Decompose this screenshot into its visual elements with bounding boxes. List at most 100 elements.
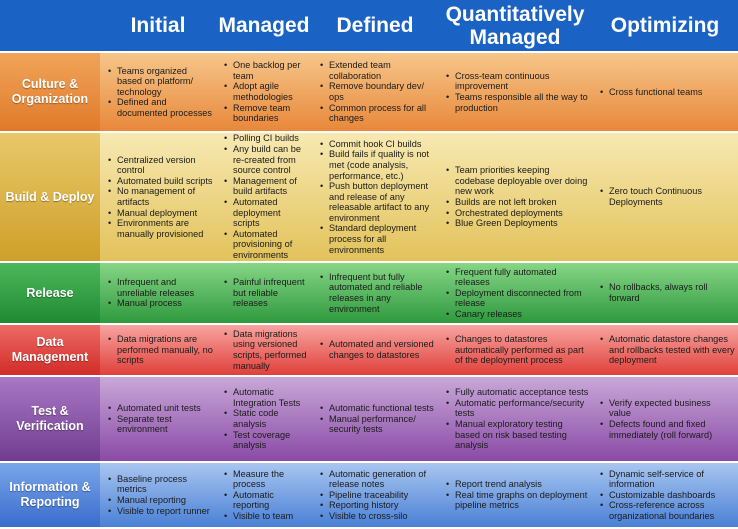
bullet-item: Automated unit tests: [108, 403, 213, 414]
bullet-item: Customizable dashboards: [600, 490, 735, 501]
bullet-item: Data migrations are performed manually, …: [108, 334, 213, 366]
cell-build-deploy-initial: Centralized version controlAutomated bui…: [100, 133, 216, 263]
bullet-item: Measure the process: [224, 469, 309, 490]
bullet-item: Team priorities keeping codebase deploya…: [446, 165, 589, 197]
bullet-list: Infrequent but fully automated and relia…: [315, 272, 435, 314]
row-label-release: Release: [0, 263, 100, 325]
row-label-test-verification: Test & Verification: [0, 377, 100, 463]
bullet-list: Teams organized based on platform/ techn…: [103, 66, 213, 119]
cell-build-deploy-quantitatively-managed: Team priorities keeping codebase deploya…: [438, 133, 592, 263]
bullet-item: Cross functional teams: [600, 87, 702, 98]
bullet-list: Zero touch Continuous Deployments: [595, 186, 735, 207]
bullet-item: Automated deployment scripts: [224, 197, 309, 229]
cell-culture-organization-quantitatively-managed: Cross-team continuous improvementTeams r…: [438, 53, 592, 133]
bullet-item: Automatic performance/security tests: [446, 398, 589, 419]
bullet-list: Dynamic self-service of informationCusto…: [595, 469, 735, 522]
cell-build-deploy-optimizing: Zero touch Continuous Deployments: [592, 133, 738, 263]
bullet-item: Automated and versioned changes to datas…: [320, 339, 435, 360]
bullet-list: Cross-team continuous improvementTeams r…: [441, 71, 589, 113]
row-label-information-reporting: Information & Reporting: [0, 463, 100, 529]
bullet-list: Frequent fully automated releasesDeploym…: [441, 267, 589, 320]
cell-data-management-initial: Data migrations are performed manually, …: [100, 325, 216, 377]
bullet-item: Adopt agile methodologies: [224, 81, 309, 102]
bullet-list: Automatic Integration TestsStatic code a…: [219, 387, 309, 451]
bullet-item: Centralized version control: [108, 155, 213, 176]
cell-release-initial: Infrequent and unreliable releasesManual…: [100, 263, 216, 325]
cell-information-reporting-optimizing: Dynamic self-service of informationCusto…: [592, 463, 738, 529]
cell-build-deploy-defined: Commit hook CI buildsBuild fails if qual…: [312, 133, 438, 263]
bullet-item: Pipeline traceability: [320, 490, 435, 501]
bullet-item: Teams organized based on platform/ techn…: [108, 66, 213, 98]
bullet-item: Defined and documented processes: [108, 97, 213, 118]
column-header-optimizing: Optimizing: [592, 0, 738, 53]
bullet-item: Environments are manually provisioned: [108, 218, 213, 239]
bullet-item: One backlog per team: [224, 60, 309, 81]
cell-test-verification-quantitatively-managed: Fully automatic acceptance testsAutomati…: [438, 377, 592, 463]
cell-culture-organization-initial: Teams organized based on platform/ techn…: [100, 53, 216, 133]
row-label-build-deploy: Build & Deploy: [0, 133, 100, 263]
column-header-quantitatively-managed: Quantitatively Managed: [438, 0, 592, 53]
bullet-list: Centralized version controlAutomated bui…: [103, 155, 213, 240]
cell-data-management-managed: Data migrations using versioned scripts,…: [216, 325, 312, 377]
bullet-list: Data migrations are performed manually, …: [103, 334, 213, 366]
bullet-item: Data migrations using versioned scripts,…: [224, 329, 309, 371]
bullet-item: Test coverage analysis: [224, 430, 309, 451]
bullet-list: Extended team collaborationRemove bounda…: [315, 60, 435, 124]
cell-test-verification-initial: Automated unit testsSeparate test enviro…: [100, 377, 216, 463]
bullet-item: Visible to report runner: [108, 506, 213, 517]
bullet-list: Infrequent and unreliable releasesManual…: [103, 277, 213, 309]
bullet-item: Cross-team continuous improvement: [446, 71, 589, 92]
cell-release-defined: Infrequent but fully automated and relia…: [312, 263, 438, 325]
bullet-list: One backlog per teamAdopt agile methodol…: [219, 60, 309, 124]
column-header-initial: Initial: [100, 0, 216, 53]
bullet-item: Frequent fully automated releases: [446, 267, 589, 288]
cell-test-verification-defined: Automatic functional testsManual perform…: [312, 377, 438, 463]
cell-information-reporting-managed: Measure the processAutomatic reportingVi…: [216, 463, 312, 529]
bullet-item: Remove team boundaries: [224, 103, 309, 124]
cell-test-verification-managed: Automatic Integration TestsStatic code a…: [216, 377, 312, 463]
cell-test-verification-optimizing: Verify expected business valueDefects fo…: [592, 377, 738, 463]
bullet-list: Data migrations using versioned scripts,…: [219, 329, 309, 371]
bullet-item: Canary releases: [446, 309, 589, 320]
bullet-list: Automated unit testsSeparate test enviro…: [103, 403, 213, 435]
bullet-item: Zero touch Continuous Deployments: [600, 186, 735, 207]
bullet-list: Verify expected business valueDefects fo…: [595, 398, 735, 440]
bullet-item: Cross-reference across organizational bo…: [600, 500, 735, 521]
bullet-list: Report trend analysisReal time graphs on…: [441, 479, 589, 511]
bullet-item: Dynamic self-service of information: [600, 469, 735, 490]
column-header-defined: Defined: [312, 0, 438, 53]
bullet-item: Automatic functional tests: [320, 403, 435, 414]
bullet-item: Visible to cross-silo: [320, 511, 435, 522]
bullet-item: Infrequent and unreliable releases: [108, 277, 213, 298]
bullet-item: Automated provisioning of environments: [224, 229, 309, 261]
bullet-item: No rollbacks, always roll forward: [600, 282, 735, 303]
cell-data-management-optimizing: Automatic datastore changes and rollback…: [592, 325, 738, 377]
bullet-item: Manual process: [108, 298, 213, 309]
bullet-list: Commit hook CI buildsBuild fails if qual…: [315, 139, 435, 256]
cell-information-reporting-defined: Automatic generation of release notesPip…: [312, 463, 438, 529]
bullet-item: Manual performance/ security tests: [320, 414, 435, 435]
bullet-item: Extended team collaboration: [320, 60, 435, 81]
bullet-item: Deployment disconnected from release: [446, 288, 589, 309]
bullet-item: Visible to team: [224, 511, 309, 522]
bullet-item: Reporting history: [320, 500, 435, 511]
bullet-item: Report trend analysis: [446, 479, 589, 490]
bullet-list: Cross functional teams: [595, 87, 702, 98]
bullet-item: Separate test environment: [108, 414, 213, 435]
cell-data-management-defined: Automated and versioned changes to datas…: [312, 325, 438, 377]
bullet-item: Commit hook CI builds: [320, 139, 435, 150]
cell-culture-organization-managed: One backlog per teamAdopt agile methodol…: [216, 53, 312, 133]
bullet-item: Manual exploratory testing based on risk…: [446, 419, 589, 451]
bullet-list: Automatic datastore changes and rollback…: [595, 334, 735, 366]
cell-release-quantitatively-managed: Frequent fully automated releasesDeploym…: [438, 263, 592, 325]
bullet-list: Fully automatic acceptance testsAutomati…: [441, 387, 589, 451]
bullet-item: Infrequent but fully automated and relia…: [320, 272, 435, 314]
bullet-item: Verify expected business value: [600, 398, 735, 419]
bullet-item: Painful infrequent but reliable releases: [224, 277, 309, 309]
bullet-item: Real time graphs on deployment pipeline …: [446, 490, 589, 511]
bullet-item: Fully automatic acceptance tests: [446, 387, 589, 398]
cell-information-reporting-quantitatively-managed: Report trend analysisReal time graphs on…: [438, 463, 592, 529]
bullet-item: Changes to datastores automatically perf…: [446, 334, 589, 366]
bullet-item: Manual reporting: [108, 495, 213, 506]
